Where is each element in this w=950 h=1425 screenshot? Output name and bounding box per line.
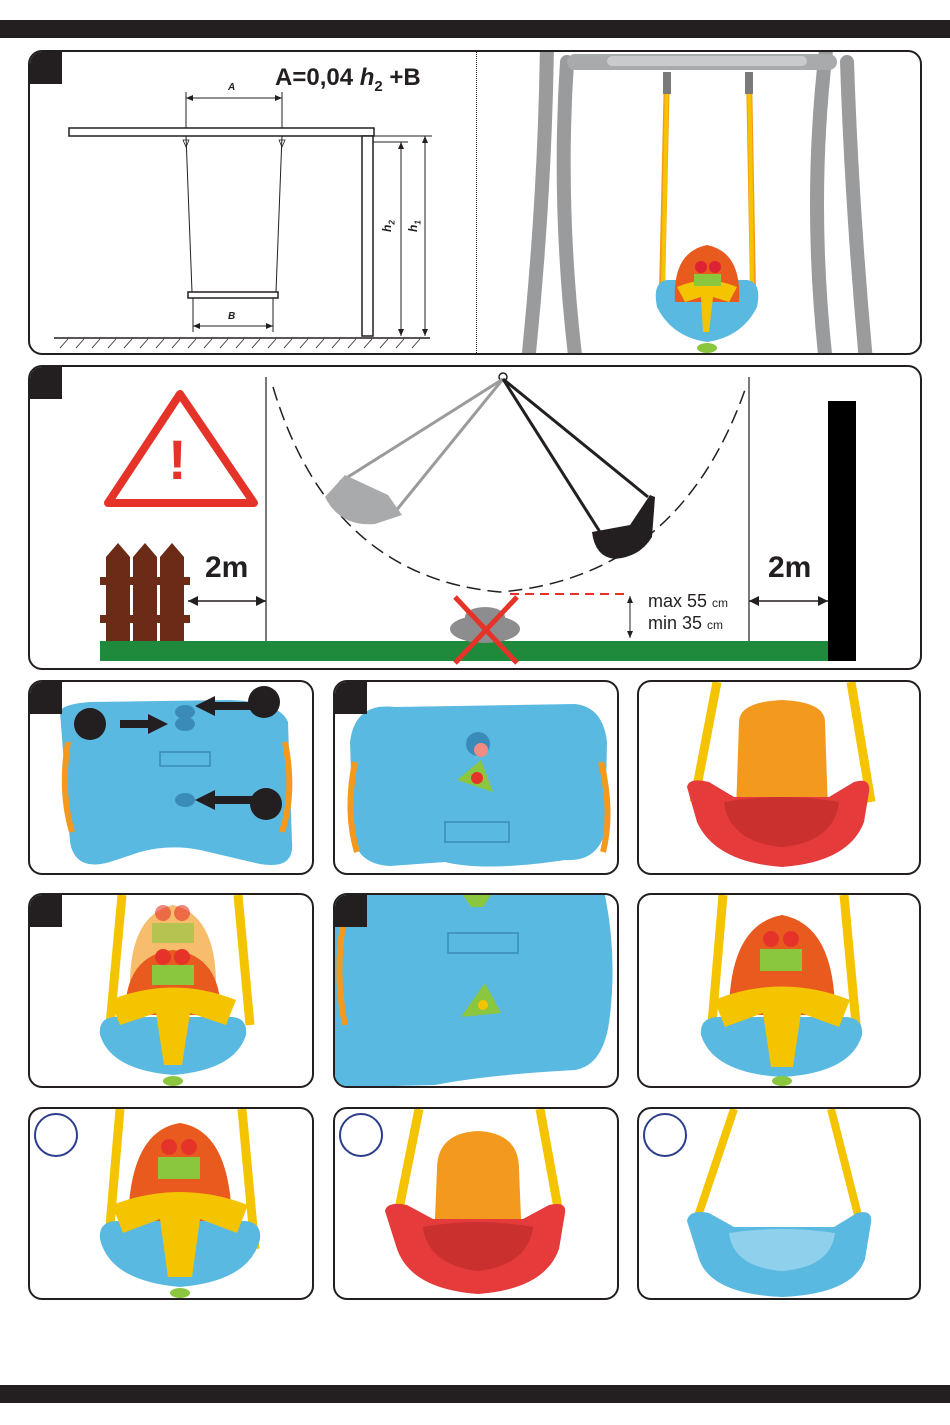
panel-red-seat: [637, 680, 921, 875]
panel-stage-baby: [28, 1107, 314, 1300]
frame-dimension-diagram: [30, 52, 476, 355]
baby-seat-illustration: [639, 895, 921, 1088]
warning-exclamation: !: [168, 427, 187, 492]
height-min-label: min 35 cm: [648, 613, 723, 634]
step-marker: [335, 682, 367, 714]
panel-clearance: ! 2m 2m max 55 cm min 35 cm: [28, 365, 922, 670]
step-circle: [643, 1113, 687, 1157]
panel-stage-toddler: [333, 1107, 619, 1300]
seat-pin-illustration: [335, 682, 619, 875]
panel-pin-closeup: [333, 893, 619, 1088]
panel-seat-pin-closeup: [333, 680, 619, 875]
label-b: B: [228, 311, 235, 322]
label-h2: h2: [380, 220, 396, 232]
pin-closeup-illustration: [335, 895, 619, 1088]
label-h1: h1: [406, 220, 422, 232]
step-marker: [30, 895, 62, 927]
step-circle: [339, 1113, 383, 1157]
clearance-diagram: [30, 367, 922, 670]
seat-assembly-illustration: [30, 895, 314, 1088]
bottom-bar: [0, 1385, 950, 1403]
panel-stage-child: [637, 1107, 921, 1300]
swing-frame-illustration: [477, 52, 922, 355]
clearance-left-label: 2m: [205, 551, 248, 585]
panel-seat-underside: [28, 680, 314, 875]
step-circle: [34, 1113, 78, 1157]
panel-baby-seat: [637, 893, 921, 1088]
panel-dimensions: A=0,04 h2 +B: [28, 50, 922, 355]
label-a: A: [228, 82, 235, 93]
seat-underside-illustration: [30, 682, 314, 875]
clearance-right-label: 2m: [768, 551, 811, 585]
panel-seat-assembly: [28, 893, 314, 1088]
red-seat-illustration: [639, 682, 921, 875]
step-marker: [30, 682, 62, 714]
height-max-label: max 55 cm: [648, 591, 728, 612]
top-bar: [0, 20, 950, 38]
step-marker: [335, 895, 367, 927]
